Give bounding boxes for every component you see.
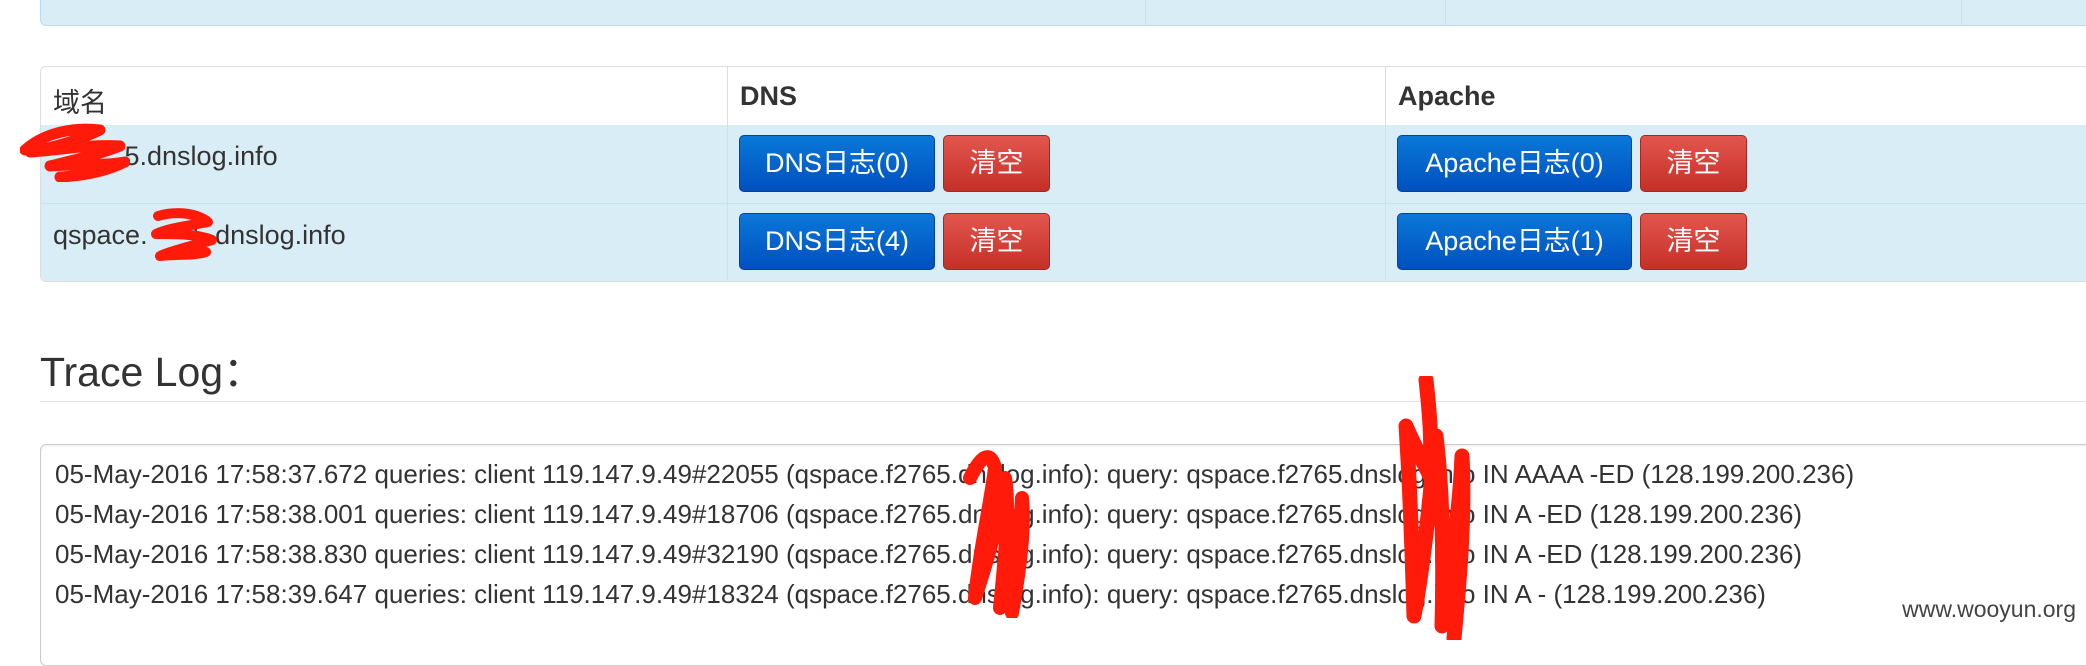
table-row: qspace. 5.dnslog.info DNS日志(4) 清空 Apache…	[41, 204, 2086, 281]
trace-log-box[interactable]: 05-May-2016 17:58:37.672 queries: client…	[40, 444, 2086, 666]
apache-cell: Apache日志(1) 清空	[1385, 204, 2086, 281]
header-domain: 域名	[53, 88, 107, 118]
log-line: 05-May-2016 17:58:37.672 queries: client…	[55, 459, 1855, 489]
dns-clear-button[interactable]: 清空	[943, 213, 1050, 270]
domain-name: .5.dnslog.info	[117, 141, 278, 171]
table-row: .5.dnslog.info DNS日志(0) 清空 Apache日志(0) 清…	[41, 125, 2086, 204]
domain-table: 域名 DNS Apache .5.dnslog.info DNS日志(0) 清空…	[40, 66, 2086, 282]
dns-log-button[interactable]: DNS日志(0)	[739, 135, 935, 192]
dns-log-button[interactable]: DNS日志(4)	[739, 213, 935, 270]
watermark: www.wooyun.org	[1902, 596, 2076, 622]
domain-cell: .5.dnslog.info	[41, 125, 727, 203]
trace-log-title: Trace Log：	[40, 349, 265, 395]
domain-name: qspace. 5.dnslog.info	[53, 220, 346, 250]
column-divider	[1445, 0, 1446, 25]
domain-cell: qspace. 5.dnslog.info	[41, 204, 727, 281]
dns-cell: DNS日志(4) 清空	[727, 204, 1386, 281]
log-line: 05-May-2016 17:58:39.647 queries: client…	[55, 579, 1766, 609]
log-line: 05-May-2016 17:58:38.830 queries: client…	[55, 539, 1803, 569]
apache-cell: Apache日志(0) 清空	[1385, 125, 2086, 203]
column-divider	[1961, 0, 1962, 25]
header-dns: DNS	[727, 67, 1386, 125]
header-apache: Apache	[1385, 67, 2086, 125]
table-header-row: 域名 DNS Apache	[41, 67, 2086, 126]
apache-clear-button[interactable]: 清空	[1640, 135, 1747, 192]
apache-log-button[interactable]: Apache日志(0)	[1397, 135, 1632, 192]
dns-clear-button[interactable]: 清空	[943, 135, 1050, 192]
column-divider	[1145, 0, 1146, 25]
apache-log-button[interactable]: Apache日志(1)	[1397, 213, 1632, 270]
top-table-partial	[40, 0, 2086, 26]
divider	[40, 401, 2086, 402]
apache-clear-button[interactable]: 清空	[1640, 213, 1747, 270]
dns-cell: DNS日志(0) 清空	[727, 125, 1386, 203]
log-line: 05-May-2016 17:58:38.001 queries: client…	[55, 499, 1803, 529]
